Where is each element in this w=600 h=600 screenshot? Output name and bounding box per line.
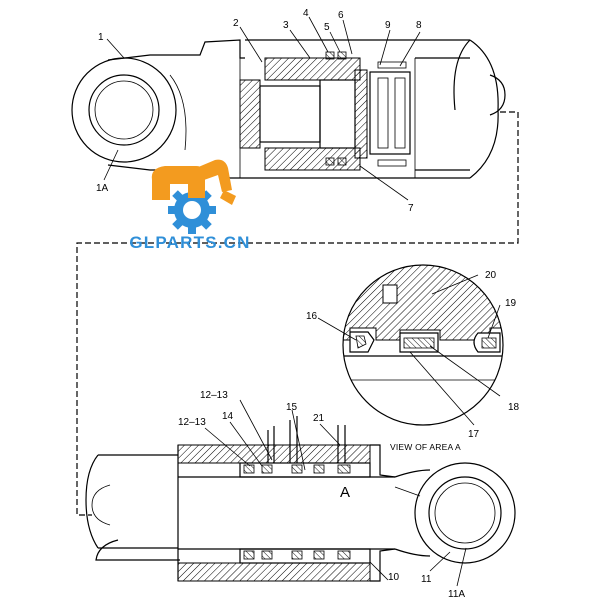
rod-eye-outer (414, 462, 516, 564)
label-4: 4 (303, 8, 309, 19)
rod-eye-bushing (428, 476, 502, 550)
label-7: 7 (408, 203, 414, 214)
label-11a: 11A (448, 589, 465, 600)
part-labels: 1 1A 2 3 4 5 6 7 8 9 10 11 11A 12–13 12–… (96, 8, 520, 600)
barrel-wall-bottom (264, 147, 361, 171)
top-cylinder-assembly (71, 39, 506, 179)
label-16: 16 (306, 311, 318, 322)
detail-view-area-a (317, 264, 504, 426)
label-18: 18 (508, 402, 520, 413)
label-11: 11 (421, 574, 432, 585)
label-5: 5 (324, 22, 330, 33)
label-2: 2 (233, 18, 239, 29)
head-eye-outer (71, 57, 177, 163)
view-caption: VIEW OF AREA A (390, 442, 461, 452)
label-1a: 1A (96, 183, 109, 194)
hydraulic-line (76, 111, 519, 516)
bottom-cylinder-assembly (85, 416, 516, 582)
label-10: 10 (388, 572, 400, 583)
label-21: 21 (313, 413, 325, 424)
label-8: 8 (416, 20, 422, 31)
rod-barrel-bottom (177, 562, 371, 582)
top-leaders (103, 16, 421, 201)
label-1: 1 (98, 32, 104, 43)
head-eye-bushing (88, 74, 160, 146)
barrel-wall-top (264, 57, 361, 81)
label-14: 14 (222, 411, 234, 422)
label-9: 9 (385, 20, 391, 31)
label-3: 3 (283, 20, 289, 31)
label-12-13-a: 12–13 (200, 390, 228, 401)
area-a-marker: A (340, 484, 350, 501)
watermark-text: GLPARTS.CN (129, 233, 250, 252)
label-12-13-b: 12–13 (178, 417, 206, 428)
label-6: 6 (338, 10, 344, 21)
label-19: 19 (505, 298, 517, 309)
glparts-logo: GLPARTS.CN (129, 159, 250, 252)
label-20: 20 (485, 270, 497, 281)
bottom-leaders (204, 399, 467, 587)
label-15: 15 (286, 402, 298, 413)
label-17: 17 (468, 429, 480, 440)
